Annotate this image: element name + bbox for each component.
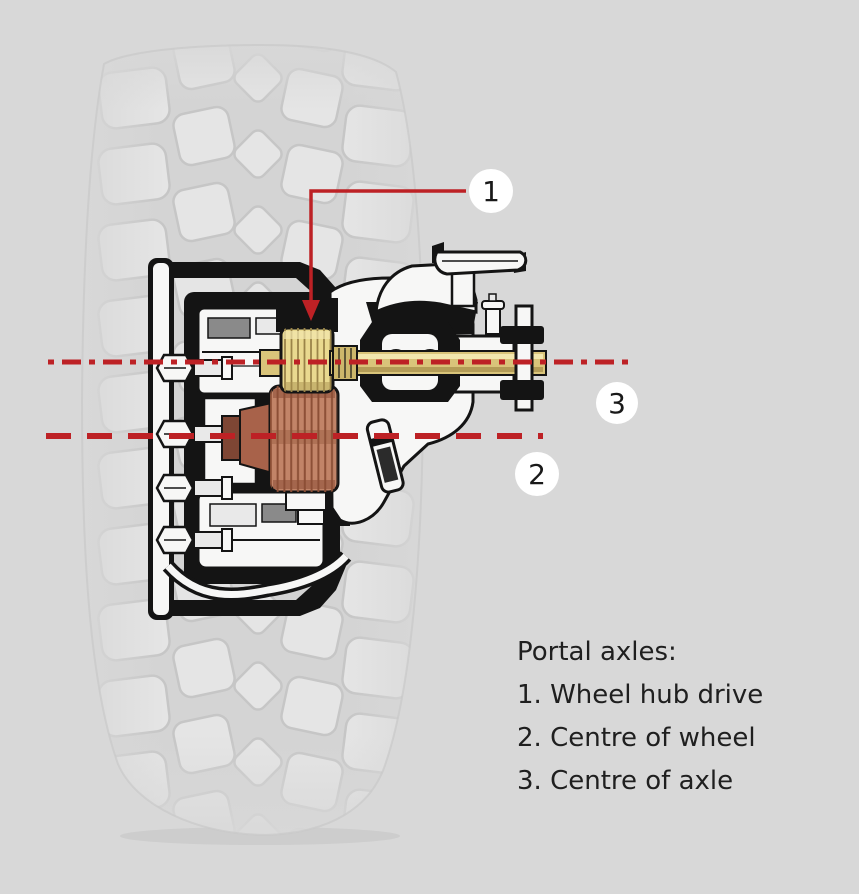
- legend-item-1: 1. Wheel hub drive: [517, 680, 764, 710]
- rim-bottom-band: [168, 562, 346, 616]
- axle-tube-end: [500, 304, 544, 412]
- callout-1-leader-line: [309, 189, 466, 302]
- portal-axle-assembly: [148, 242, 547, 620]
- callout-2-badge: 2: [515, 452, 559, 496]
- legend-item-3: 3. Centre of axle: [517, 766, 734, 796]
- steering-knuckle: [374, 242, 528, 335]
- annotations: [46, 189, 632, 439]
- rim-lower-profile: [162, 551, 352, 602]
- callout-2-number: 2: [528, 457, 546, 491]
- callout-1-arrowhead: [302, 300, 320, 321]
- callout-1-number: 1: [482, 174, 500, 208]
- legend-item-2: 2. Centre of wheel: [517, 723, 756, 753]
- callout-1-badge: 1: [469, 169, 513, 213]
- legend-title: Portal axles:: [517, 637, 677, 667]
- rim-top-band: [168, 262, 346, 316]
- wheel-hub-drive-gear: [259, 326, 335, 394]
- axle-shaft: [329, 345, 547, 381]
- callout-3-badge: 3: [596, 382, 638, 424]
- tire-shadow: [120, 827, 400, 845]
- legend: Portal axles: 1. Wheel hub drive 2. Cent…: [517, 631, 763, 803]
- callout-3-number: 3: [608, 386, 626, 420]
